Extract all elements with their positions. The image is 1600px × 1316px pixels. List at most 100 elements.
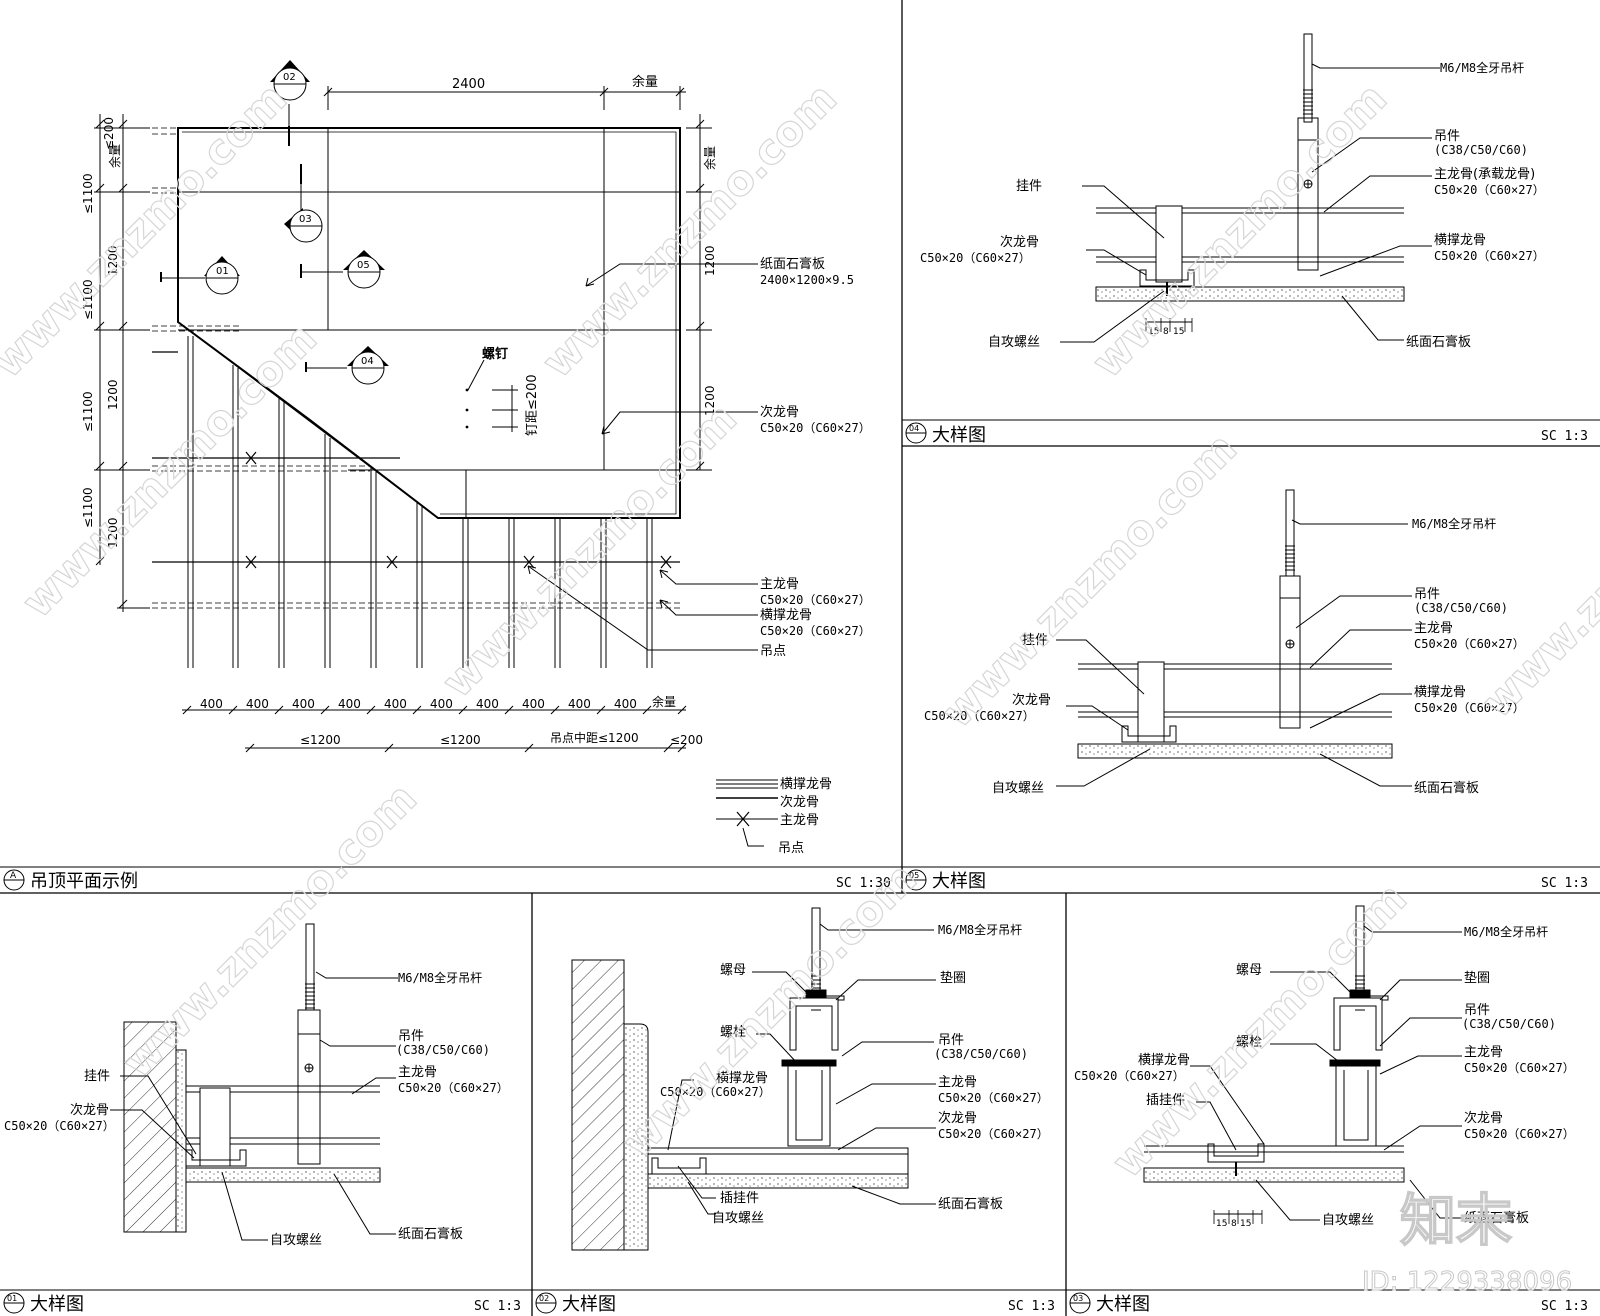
p04-hanger-1: 吊件 bbox=[1434, 129, 1460, 144]
dim-left-3: ≤1100 bbox=[81, 391, 95, 432]
p01-hanger-1: 吊件 bbox=[398, 1029, 424, 1044]
dim-left bbox=[94, 114, 150, 612]
p01-clip: 挂件 bbox=[84, 1069, 110, 1084]
callout-board-2: 2400×1200×9.5 bbox=[760, 273, 854, 287]
callout-board-1: 纸面石膏板 bbox=[760, 256, 825, 272]
panel-01-detail bbox=[123, 923, 381, 1233]
scale-04: SC 1:3 bbox=[1541, 429, 1588, 444]
title-bar-01: 01 大样图 SC 1:3 bbox=[0, 1289, 532, 1315]
p03-dim-3: 15 bbox=[1240, 1219, 1251, 1229]
p01-rod: M6/M8全牙吊杆 bbox=[398, 970, 482, 985]
panel-title-a: 吊顶平面示例 bbox=[30, 871, 138, 892]
panel-04-leaders bbox=[1060, 63, 1440, 343]
p03-rod: M6/M8全牙吊杆 bbox=[1464, 924, 1548, 939]
dim-bottom bbox=[182, 705, 687, 753]
p03-nut: 螺母 bbox=[1236, 963, 1262, 978]
title-bar-03: 03 大样图 SC 1:3 bbox=[1066, 1289, 1600, 1315]
callout-main-2: C50×20（C60×27） bbox=[760, 593, 871, 607]
p02-cross-2: C50×20（C60×27） bbox=[660, 1085, 771, 1099]
panel-title-02: 大样图 bbox=[562, 1294, 616, 1315]
legend-secondary-keel: 次龙骨 bbox=[780, 794, 819, 810]
scale-01: SC 1:3 bbox=[474, 1299, 521, 1314]
p03-cross-2: C50×20（C60×27） bbox=[1074, 1069, 1185, 1083]
dim-bottom2-3: 吊点中距≤1200 bbox=[550, 730, 639, 745]
dim-bottom-labels: 400 400 400 400 400 400 400 400 400 400 … bbox=[200, 694, 703, 747]
dim-left-margin: 余量 bbox=[107, 144, 122, 168]
p03-cross-1: 横撑龙骨 bbox=[1138, 1053, 1190, 1068]
watermark-site-10: www.znzmo.com bbox=[1472, 413, 1600, 727]
section-marker-03: 03 bbox=[284, 208, 323, 243]
p04-main-2: C50×20（C60×27） bbox=[1434, 183, 1545, 197]
panel-title-01: 大样图 bbox=[30, 1294, 84, 1315]
watermark-site-7: www.znzmo.com bbox=[612, 853, 926, 1167]
dim-bottom2-4: ≤200 bbox=[670, 733, 703, 747]
p02-main-2: C50×20（C60×27） bbox=[938, 1091, 1049, 1105]
p04-dim-2: 8 bbox=[1163, 327, 1169, 337]
watermark-site-2: www.znzmo.com bbox=[532, 73, 846, 387]
p05-board: 纸面石膏板 bbox=[1414, 780, 1479, 796]
dim-bottom-4: 400 bbox=[338, 697, 361, 711]
p04-rod: M6/M8全牙吊杆 bbox=[1440, 60, 1524, 75]
p03-board: 纸面石膏板 bbox=[1464, 1210, 1529, 1226]
p02-secondary-2: C50×20（C60×27） bbox=[938, 1127, 1049, 1141]
index-03: 03 bbox=[1073, 1294, 1083, 1303]
panel-title-04: 大样图 bbox=[932, 425, 986, 446]
p05-cross-2: C50×20（C60×27） bbox=[1414, 701, 1525, 715]
panel-05-detail bbox=[1077, 489, 1393, 759]
dim-bottom-5: 400 bbox=[384, 697, 407, 711]
section-marker-04: 04 bbox=[347, 346, 389, 385]
screw-marks: 螺钉 钉距≤200 bbox=[465, 346, 540, 436]
p03-insert: 插挂件 bbox=[1146, 1093, 1185, 1108]
p02-bolt: 螺栓 bbox=[720, 1025, 746, 1040]
p01-hanger-2: (C38/C50/C60) bbox=[396, 1043, 490, 1057]
callout-secondary-1: 次龙骨 bbox=[760, 404, 799, 420]
p03-hanger-1: 吊件 bbox=[1464, 1003, 1490, 1018]
dim-bottom-1: 400 bbox=[200, 697, 223, 711]
p03-bolt: 螺栓 bbox=[1236, 1035, 1262, 1050]
marker-label-04: 04 bbox=[361, 356, 374, 367]
brand-watermark: 知末 ID: 1229338096 bbox=[1362, 1188, 1573, 1297]
title-bar-02: 02 大样图 SC 1:3 bbox=[532, 1289, 1066, 1315]
p05-screw: 自攻螺丝 bbox=[992, 781, 1044, 796]
watermark-site-1: www.znzmo.com bbox=[0, 73, 296, 387]
p05-secondary-2: C50×20（C60×27） bbox=[924, 709, 1035, 723]
dim-bottom2-2: ≤1200 bbox=[440, 733, 481, 747]
p01-main-1: 主龙骨 bbox=[398, 1065, 437, 1080]
panel-04-detail bbox=[1095, 33, 1405, 332]
legend-hang-point: 吊点 bbox=[778, 841, 804, 856]
marker-label-02: 02 bbox=[283, 72, 296, 83]
dim-bottom-10: 400 bbox=[614, 697, 637, 711]
section-marker-05: 05 bbox=[343, 250, 385, 289]
p04-secondary-2: C50×20（C60×27） bbox=[920, 251, 1031, 265]
callout-main-1: 主龙骨 bbox=[760, 577, 799, 592]
p02-board: 纸面石膏板 bbox=[938, 1196, 1003, 1212]
p03-dim-2: 8 bbox=[1231, 1219, 1237, 1229]
panel-05-leaders bbox=[1056, 519, 1412, 787]
p03-washer: 垫圈 bbox=[1464, 970, 1490, 986]
dim-left-top: ≤200 bbox=[102, 117, 116, 150]
watermark-site-6: www.znzmo.com bbox=[932, 423, 1246, 737]
p04-dim-1: 15 bbox=[1148, 327, 1159, 337]
marker-label-03: 03 bbox=[299, 214, 312, 225]
cross-keel-lines bbox=[152, 127, 680, 609]
p04-cross-1: 横撑龙骨 bbox=[1434, 233, 1486, 248]
p01-board: 纸面石膏板 bbox=[398, 1226, 463, 1242]
title-bar-04: 04 大样图 SC 1:3 bbox=[902, 419, 1600, 446]
dim-left-4: ≤1100 bbox=[81, 487, 95, 528]
p05-cross-1: 横撑龙骨 bbox=[1414, 685, 1466, 700]
dim-right bbox=[686, 114, 712, 471]
scale-a: SC 1:30 bbox=[836, 876, 891, 891]
callout-cross-2: C50×20（C60×27） bbox=[760, 624, 871, 638]
panel-title-05: 大样图 bbox=[932, 871, 986, 892]
p02-hanger-2: (C38/C50/C60) bbox=[934, 1047, 1028, 1061]
p02-hanger-1: 吊件 bbox=[938, 1033, 964, 1048]
dim-bottom-6: 400 bbox=[430, 697, 453, 711]
p05-hanger-1: 吊件 bbox=[1414, 587, 1440, 602]
p04-dim-3: 15 bbox=[1173, 327, 1184, 337]
p01-main-2: C50×20（C60×27） bbox=[398, 1081, 509, 1095]
index-a: A bbox=[10, 871, 17, 881]
index-04: 04 bbox=[909, 424, 919, 433]
dim-inner-3: 1200 bbox=[106, 517, 120, 548]
